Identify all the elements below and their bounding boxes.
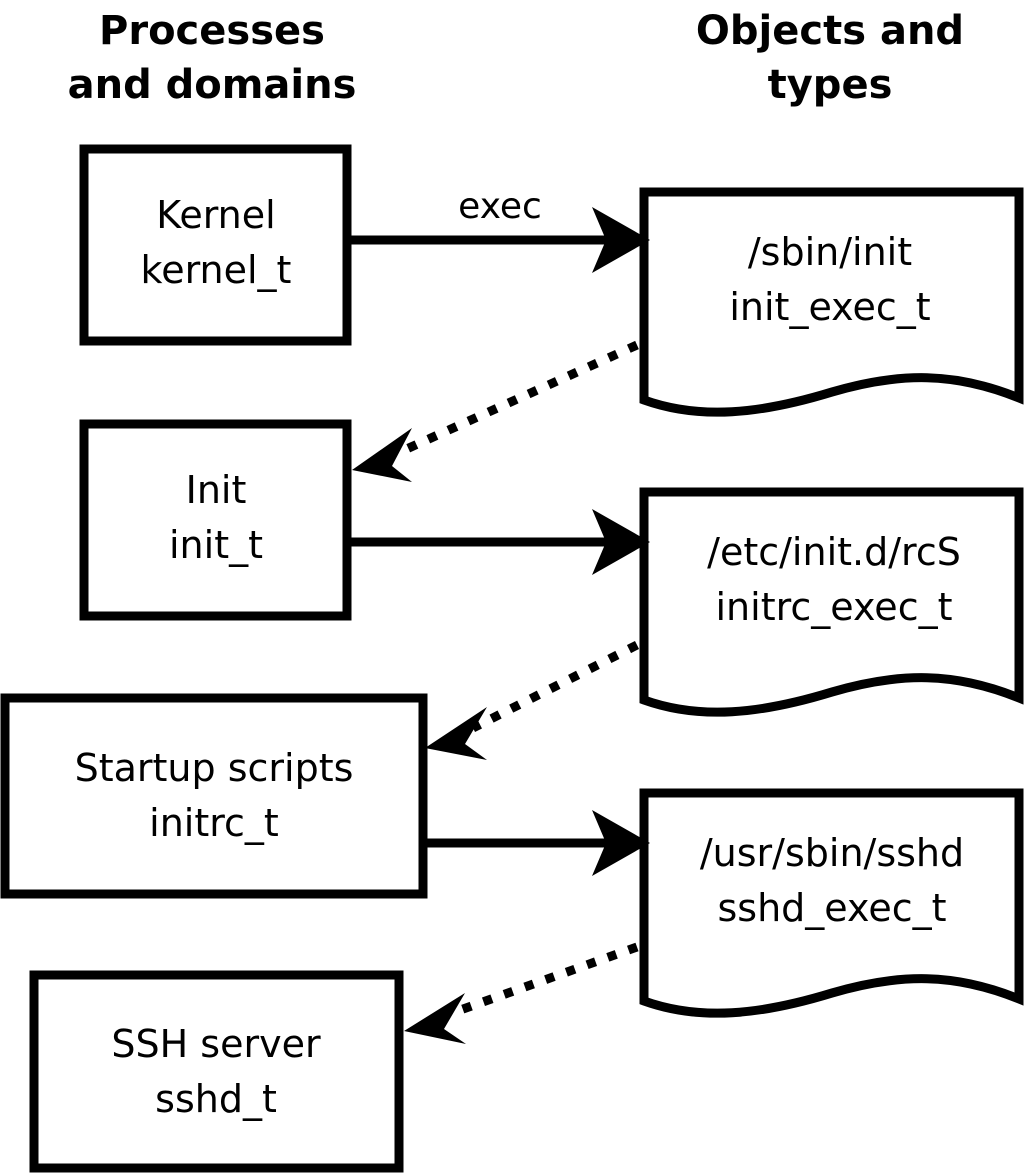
edge-init-exec-to-init	[352, 340, 639, 482]
process-node-sshd-type: sshd_t	[155, 1077, 277, 1121]
process-node-kernel[interactable]: Kernel kernel_t	[79, 144, 352, 346]
process-node-init-name: Init	[186, 468, 247, 512]
edge-line-initrc-exec-to-initrc	[470, 640, 640, 733]
column-header-objects-line2: types	[768, 62, 893, 108]
box-shape-init	[79, 419, 352, 621]
process-node-kernel-type: kernel_t	[141, 248, 292, 292]
column-header-processes-line2: and domains	[68, 62, 357, 108]
edge-label-exec: exec	[458, 186, 542, 227]
object-node-sshd-exec-path: /usr/sbin/sshd	[700, 831, 964, 875]
edge-initrc-exec-to-initrc	[425, 640, 640, 760]
object-node-sshd-exec[interactable]: /usr/sbin/sshd sshd_exec_t	[639, 788, 1024, 1018]
process-node-kernel-name: Kernel	[156, 193, 275, 237]
process-node-initrc[interactable]: Startup scripts initrc_t	[0, 693, 428, 899]
object-node-initrc-exec[interactable]: /etc/init.d/rcS initrc_exec_t	[639, 487, 1024, 717]
column-header-objects: Objects and types	[696, 8, 964, 108]
object-node-init-exec-type: init_exec_t	[729, 285, 930, 329]
edge-init-exec-initrc-exec	[350, 509, 650, 575]
column-header-processes: Processes and domains	[68, 8, 357, 108]
edge-initrc-exec-sshd-exec	[427, 810, 650, 876]
edge-line-init-exec-to-init	[398, 340, 639, 457]
edge-line-sshd-exec-to-sshd	[450, 942, 639, 1018]
process-node-initrc-name: Startup scripts	[75, 746, 354, 790]
edge-kernel-exec-init-exec: exec	[350, 186, 650, 273]
document-shape-init-exec	[639, 187, 1024, 417]
arrowhead-init-exec-initrc	[592, 509, 650, 575]
box-shape-sshd	[29, 970, 404, 1173]
process-node-init-type: init_t	[169, 523, 263, 567]
document-shape-initrc-exec	[639, 487, 1024, 717]
arrowhead-initrc-exec-sshd	[592, 810, 650, 876]
object-node-init-exec[interactable]: /sbin/init init_exec_t	[639, 187, 1024, 417]
box-shape-kernel	[79, 144, 352, 346]
object-node-initrc-exec-path: /etc/init.d/rcS	[707, 530, 961, 574]
object-node-sshd-exec-type: sshd_exec_t	[717, 886, 946, 930]
arrowhead-initrc-exec-to-initrc	[425, 707, 487, 760]
object-node-init-exec-path: /sbin/init	[748, 230, 912, 274]
column-header-processes-line1: Processes	[99, 8, 325, 54]
arrowhead-init-exec-to-init	[352, 428, 412, 482]
process-node-initrc-type: initrc_t	[149, 801, 279, 845]
box-shape-initrc	[0, 693, 428, 899]
edge-sshd-exec-to-sshd	[404, 942, 639, 1044]
arrowhead-sshd-exec-to-sshd	[404, 993, 466, 1044]
arrowhead-kernel-exec	[592, 207, 650, 273]
document-shape-sshd-exec	[639, 788, 1024, 1018]
object-node-initrc-exec-type: initrc_exec_t	[716, 585, 953, 629]
process-node-sshd-name: SSH server	[111, 1022, 321, 1066]
process-node-init[interactable]: Init init_t	[79, 419, 352, 621]
process-node-sshd[interactable]: SSH server sshd_t	[29, 970, 404, 1173]
column-header-objects-line1: Objects and	[696, 8, 964, 54]
